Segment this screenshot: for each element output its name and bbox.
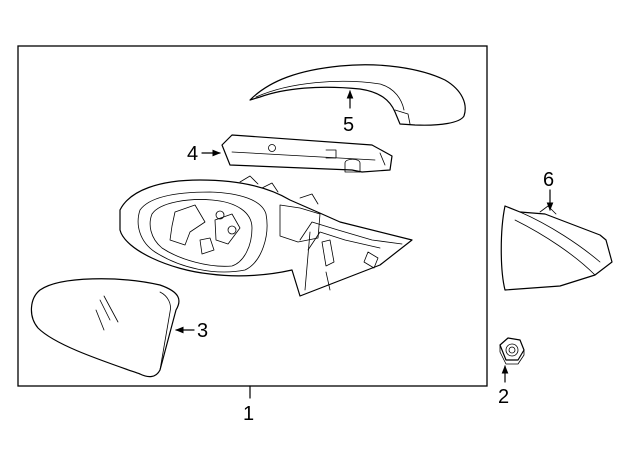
callout-4-label: 4 bbox=[187, 143, 198, 165]
mirror-glass-part[interactable] bbox=[30, 278, 180, 378]
mirror-cover-part[interactable] bbox=[249, 64, 466, 126]
nut-part[interactable] bbox=[499, 337, 525, 365]
callout-5-label: 5 bbox=[343, 114, 354, 136]
mirror-housing-assembly[interactable] bbox=[119, 175, 413, 297]
trim-cover-part[interactable] bbox=[500, 205, 613, 291]
bracket-part[interactable] bbox=[221, 134, 393, 173]
callout-1-label: 1 bbox=[243, 403, 254, 425]
callout-2-label: 2 bbox=[498, 386, 509, 408]
callout-3-label: 3 bbox=[197, 320, 208, 342]
callout-6-label: 6 bbox=[543, 169, 554, 191]
assembly-frame bbox=[17, 45, 488, 387]
